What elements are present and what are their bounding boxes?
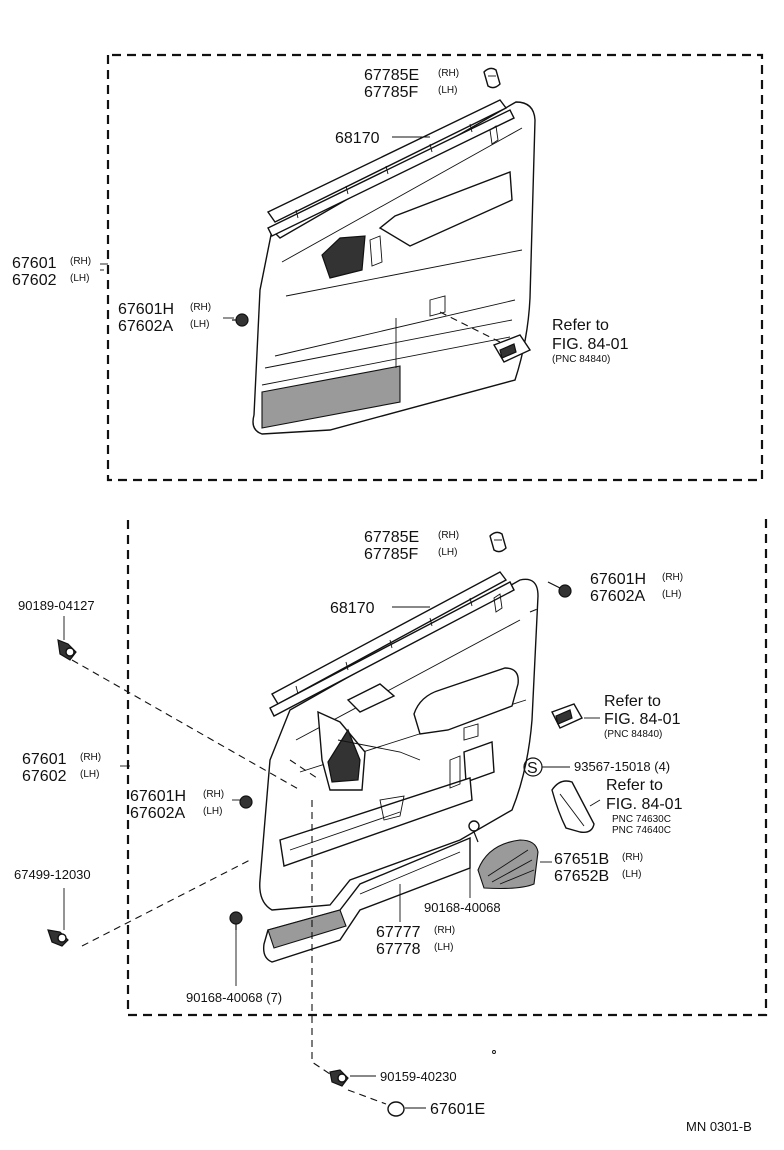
lower-clip-pn-rh: 67785E [364, 529, 419, 546]
lower-weatherstrip-68170 [269, 571, 515, 717]
lower-ref1-line3: (PNC 84840) [604, 729, 662, 740]
lower-ref2-line2: FIG. 84-01 [606, 796, 683, 813]
lower-fastener-mid-tag-rh: (RH) [203, 789, 224, 800]
lower-ref2-line1: Refer to [606, 777, 663, 794]
lower-assembly: S [14, 515, 768, 1075]
lower-board-pn-rh: 67601 [22, 751, 67, 768]
lower-screw-bottom-pn: 90168-40068 (7) [186, 990, 282, 1005]
bolt-pn: 90159-40230 [380, 1069, 457, 1084]
upper-weatherstrip-pn: 68170 [335, 130, 380, 147]
cap-67601e [387, 1101, 405, 1117]
lower-switch-base [551, 703, 583, 729]
lower-board-pn-lh: 67602 [22, 768, 67, 785]
lower-fastener-mid [239, 795, 253, 809]
lower-clip-bottom-left-pn: 67499-12030 [14, 867, 91, 882]
lower-pocket-tag-rh: (RH) [434, 925, 455, 936]
upper-fastener-pn-rh: 67601H [118, 301, 174, 318]
lower-weatherstrip-pn: 68170 [330, 600, 375, 617]
upper-fastener-67601h [232, 313, 249, 327]
upper-board-pn-lh: 67602 [12, 272, 57, 289]
upper-ref-line3: (PNC 84840) [552, 354, 610, 365]
upper-door-trim-board [252, 101, 536, 435]
upper-fastener-tag-lh: (LH) [190, 319, 209, 330]
lower-screw-s-symbol: S [527, 760, 538, 777]
upper-clip-tag-lh: (LH) [438, 85, 457, 96]
lower-fastener-top-tag-lh: (LH) [662, 589, 681, 600]
upper-fastener-tag-rh: (RH) [190, 302, 211, 313]
lower-ref2-line4: PNC 74640C [612, 825, 671, 836]
lower-ref1-line2: FIG. 84-01 [604, 711, 681, 728]
lower-clip-tag-rh: (RH) [438, 530, 459, 541]
lower-grille-tag-rh: (RH) [622, 852, 643, 863]
lower-screw-s: S [523, 757, 543, 777]
upper-clip-pn-rh: 67785E [364, 67, 419, 84]
upper-ref-line1: Refer to [552, 317, 609, 334]
lower-fastener-top-pn-rh: 67601H [590, 571, 646, 588]
bolt-90159 [329, 1069, 349, 1087]
lower-board-tag-rh: (RH) [80, 752, 101, 763]
upper-assembly: 67785E (RH) 67785F (LH) 68170 67601 (RH)… [12, 53, 764, 482]
lower-ref1-line1: Refer to [604, 693, 661, 710]
lower-pocket-pn-rh: 67777 [376, 924, 421, 941]
lower-fastener-mid-pn-rh: 67601H [130, 788, 186, 805]
upper-board-tag-rh: (RH) [70, 256, 91, 267]
lower-frame [126, 515, 768, 1017]
lower-clip-67499 [47, 929, 69, 947]
upper-clip-tag-rh: (RH) [438, 68, 459, 79]
lower-clip-90189 [57, 639, 77, 661]
lower-clip-left-pn: 90189-04127 [18, 598, 95, 613]
upper-clip-67785 [483, 67, 501, 89]
lower-door-handle [551, 780, 595, 834]
lower-clip-67785 [489, 531, 507, 553]
lower-screw-mid-pn: 90168-40068 [424, 900, 501, 915]
lower-speaker-grille [477, 839, 539, 890]
lower-board-tag-lh: (LH) [80, 769, 99, 780]
lower-fastener-top-pn-lh: 67602A [590, 588, 645, 605]
lower-fastener-mid-tag-lh: (LH) [203, 806, 222, 817]
bottom-parts: 90159-40230 67601E [329, 1050, 496, 1118]
lower-fastener-mid-pn-lh: 67602A [130, 805, 185, 822]
lower-fastener-top [547, 581, 572, 598]
upper-clip-pn-lh: 67785F [364, 84, 418, 101]
upper-switch-base [492, 334, 532, 363]
lower-door-trim-board [259, 578, 539, 911]
lower-grille-pn-rh: 67651B [554, 851, 609, 868]
lower-ref2-line3: PNC 74630C [612, 814, 671, 825]
drawing-code: MN 0301-B [686, 1119, 752, 1134]
lower-screw-90168-7 [229, 911, 243, 930]
lower-pocket-tag-lh: (LH) [434, 942, 453, 953]
upper-board-tag-lh: (LH) [70, 273, 89, 284]
lower-screw-90168 [468, 820, 480, 843]
lower-screw-s-pn: 93567-15018 (4) [574, 759, 670, 774]
upper-ref-line2: FIG. 84-01 [552, 336, 629, 353]
lower-pocket-pn-lh: 67778 [376, 941, 421, 958]
lower-grille-tag-lh: (LH) [622, 869, 641, 880]
lower-clip-tag-lh: (LH) [438, 547, 457, 558]
lower-grille-pn-lh: 67652B [554, 868, 609, 885]
upper-fastener-pn-lh: 67602A [118, 318, 173, 335]
cap-pn: 67601E [430, 1101, 485, 1118]
upper-board-pn-rh: 67601 [12, 255, 57, 272]
lower-fastener-top-tag-rh: (RH) [662, 572, 683, 583]
lower-clip-pn-lh: 67785F [364, 546, 418, 563]
lower-door-pocket [262, 836, 471, 963]
